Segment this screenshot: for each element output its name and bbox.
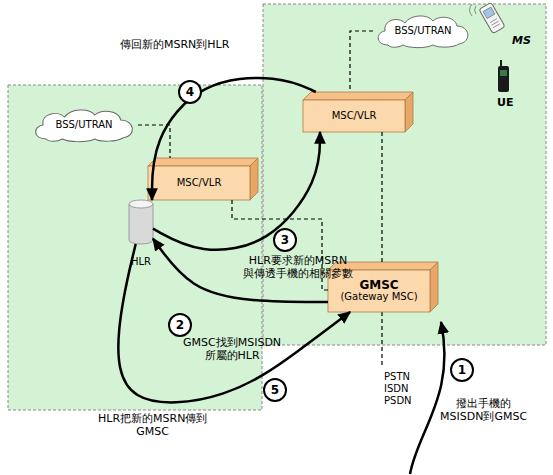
callout-circle xyxy=(451,359,473,381)
edge-label: HLR把新的MSRN傳到 GMSC xyxy=(98,412,207,438)
incoming-call-arrow xyxy=(410,322,444,474)
node-text-area: MSC/VLR xyxy=(148,166,250,200)
cloud-shape xyxy=(378,16,468,48)
cloud-shape xyxy=(36,110,133,142)
phone-body xyxy=(479,2,505,33)
ue-phone-icon xyxy=(498,60,509,92)
node-label: MSC/VLR xyxy=(332,110,377,122)
signal-waves xyxy=(470,4,477,16)
edge-label: 傳回新的MSRN到HLR xyxy=(120,38,229,51)
network-cloud: BSS/UTRAN xyxy=(373,14,473,48)
node-label: HLR xyxy=(131,256,151,268)
text-label: UE xyxy=(497,96,513,109)
phone-body xyxy=(498,66,509,92)
phone-screen xyxy=(483,7,495,18)
trunk-line xyxy=(381,312,382,368)
cylinder-top xyxy=(129,200,153,208)
phone-keys xyxy=(490,19,497,23)
node-text-area: MSC/VLR xyxy=(303,100,405,132)
node-label: MSC/VLR xyxy=(177,177,222,189)
phone-keys xyxy=(492,21,499,25)
node-label: BSS/UTRAN xyxy=(394,25,451,37)
text-label: MS xyxy=(512,34,531,47)
box-top xyxy=(148,158,258,166)
callout-number: 2 xyxy=(176,318,184,332)
cylinder-body xyxy=(129,204,153,244)
switch-box: MSC/VLR xyxy=(148,158,258,200)
node-label: BSS/UTRAN xyxy=(55,119,112,131)
box-front xyxy=(303,100,405,132)
box-side xyxy=(405,92,413,132)
ms-phone-icon xyxy=(470,2,506,33)
node-label: (Gateway MSC) xyxy=(340,291,417,303)
network-area xyxy=(263,4,546,345)
callout-circle xyxy=(169,314,191,336)
phone-keys xyxy=(493,24,500,28)
node-text-area: BSS/UTRAN xyxy=(30,108,138,142)
text-label: 撥出手機的 MSISDN到GMSC xyxy=(440,397,527,423)
edge-label: GMSC找到MSISDN 所屬的HLR xyxy=(183,336,281,362)
switch-box: MSC/VLR xyxy=(303,92,413,132)
box-top xyxy=(303,92,413,100)
text-label: PSTN ISDN PSDN xyxy=(384,371,412,407)
node-text-area: HLR xyxy=(131,256,151,268)
callout-circle xyxy=(179,81,201,103)
callout-circle xyxy=(264,379,286,401)
callout-number: 1 xyxy=(458,363,466,377)
box-side xyxy=(250,158,258,200)
database-cylinder: HLR xyxy=(129,200,153,244)
edge-label: HLR要求新的MSRN 與傳透手機的相關參數 xyxy=(243,254,353,280)
network-cloud: BSS/UTRAN xyxy=(30,108,138,142)
node-label: GMSC xyxy=(359,279,398,291)
signal-arrow xyxy=(153,132,320,250)
callout-number: 3 xyxy=(281,233,289,247)
phone-screen xyxy=(500,70,507,76)
node-text-area: BSS/UTRAN xyxy=(373,14,473,48)
link-line xyxy=(350,31,373,92)
callout-number: 4 xyxy=(186,85,194,99)
signal-arrow xyxy=(152,78,316,200)
link-line xyxy=(381,132,382,262)
phone-antenna xyxy=(500,60,502,67)
box-side xyxy=(430,262,438,312)
callout-number: 5 xyxy=(271,383,279,397)
node-outline xyxy=(129,200,153,244)
box-front xyxy=(148,166,250,200)
callout-circle xyxy=(274,229,296,251)
